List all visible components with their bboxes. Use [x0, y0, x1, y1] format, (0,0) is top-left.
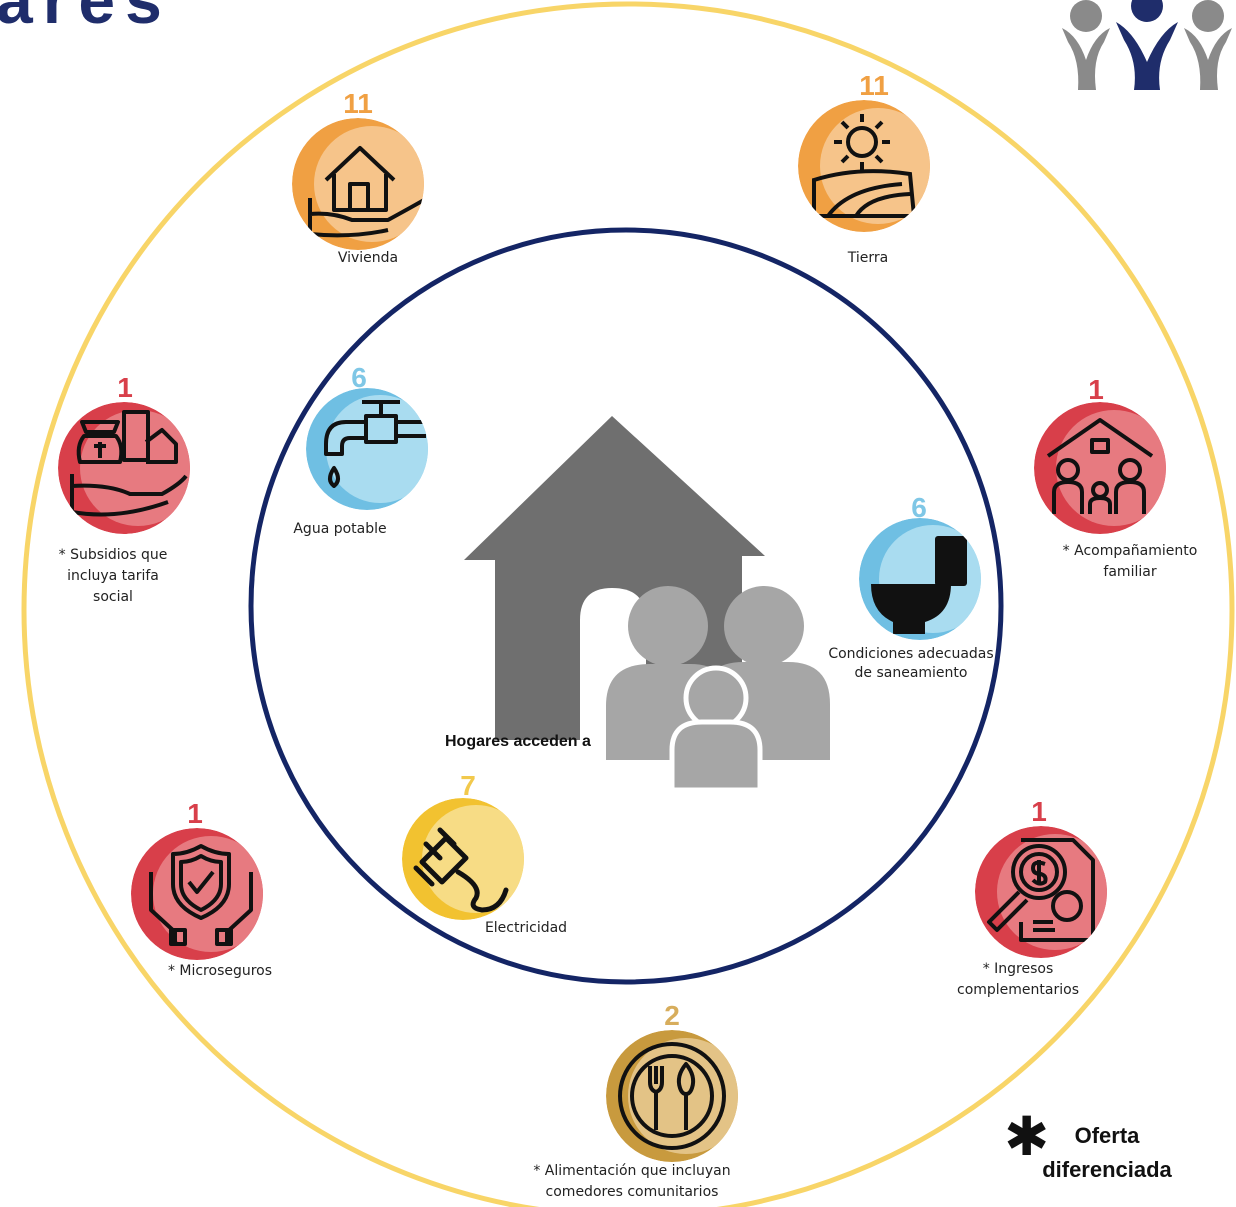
ingresos-label: * Ingresos complementarios [957, 961, 1079, 998]
center-label: Hogares acceden a [445, 733, 591, 750]
ingresos-badge [975, 826, 1107, 958]
outer-ring [21, 1, 1235, 1207]
shield-hands-icon [131, 828, 263, 960]
tierra-label: Tierra [847, 250, 889, 266]
alimentacion-badge [606, 1030, 738, 1162]
alimentacion-label: * Alimentación que incluyan comedores co… [533, 1163, 731, 1200]
water-tap-icon [306, 388, 428, 510]
people-silhouette-icon [606, 586, 830, 793]
sun-field-icon [798, 100, 930, 232]
legend-text: Oferta diferenciada [1042, 1123, 1172, 1182]
saneamiento-label: Condiciones adecuadas de saneamiento [828, 646, 994, 681]
subsidios-label: * Subsidios que incluya tarifa social [58, 547, 168, 605]
logo-people-icon [1062, 0, 1232, 90]
toilet-icon [859, 518, 981, 640]
acompanamiento-label: * Acompañamiento familiar [1062, 543, 1198, 580]
saneamiento-badge [859, 518, 981, 640]
inner-ring [248, 227, 1004, 985]
plug-icon [402, 798, 524, 920]
house-hand-icon [292, 118, 424, 250]
microseguros-count: 1 [187, 798, 203, 829]
saneamiento-count: 6 [911, 492, 927, 523]
ingresos-count: 1 [1031, 796, 1047, 827]
money-magnifier-icon [975, 826, 1107, 958]
family-house-icon [1034, 402, 1166, 534]
legend-asterisk: ✱ [1004, 1105, 1050, 1168]
acompanamiento-count: 1 [1088, 374, 1104, 405]
microseguros-badge [131, 828, 263, 960]
electricidad-badge [402, 798, 524, 920]
agua-badge [306, 388, 428, 510]
agua-label: Agua potable [293, 521, 387, 537]
plate-cutlery-icon [606, 1030, 738, 1162]
page-title: ares [0, 0, 172, 37]
acompanamiento-badge [1034, 402, 1166, 534]
tierra-count: 11 [859, 70, 889, 101]
agua-count: 6 [351, 362, 367, 393]
electricidad-count: 7 [460, 770, 476, 801]
subsidios-badge [58, 402, 190, 534]
vivienda-label: Vivienda [337, 250, 399, 266]
vivienda-count: 11 [343, 88, 373, 119]
tierra-badge [798, 100, 930, 232]
electricidad-label: Electricidad [484, 920, 568, 936]
microseguros-label: * Microseguros [167, 963, 273, 979]
vivienda-badge [292, 118, 424, 250]
alimentacion-count: 2 [664, 1000, 680, 1031]
subsidy-hand-icon [58, 402, 190, 534]
subsidios-count: 1 [117, 372, 133, 403]
